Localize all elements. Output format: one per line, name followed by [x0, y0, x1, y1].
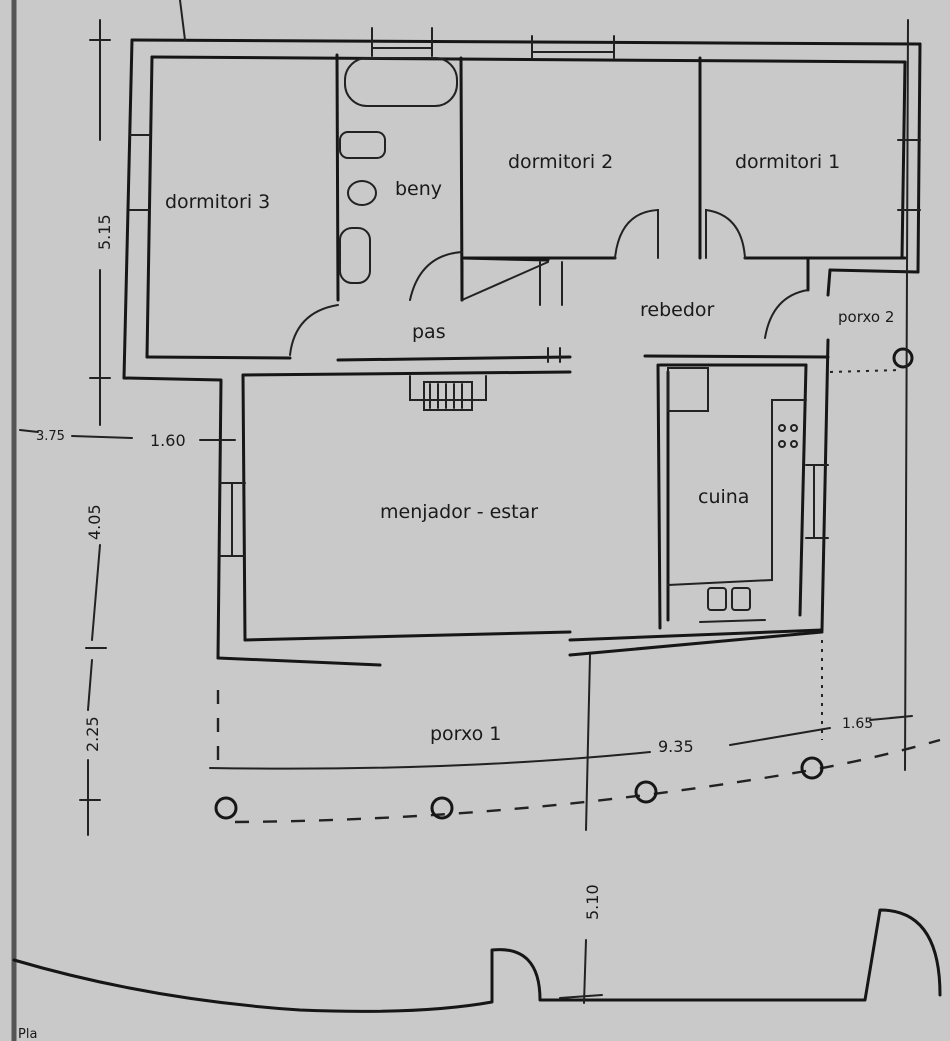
room-label-menjador-estar: menjador - estar [380, 501, 538, 523]
dimension-165: 1.65 [842, 716, 873, 732]
toilet-icon [347, 180, 377, 206]
kitchen-fixtures [667, 367, 807, 611]
dimension-515: 5.15 [95, 214, 114, 250]
porch-outline [214, 347, 941, 824]
bathtub-icon [344, 57, 458, 107]
column-icon [214, 796, 238, 820]
dimension-405: 4.05 [85, 504, 104, 540]
sink-double-icon [707, 587, 727, 611]
dimension-375: 3.75 [36, 429, 65, 444]
bathroom-fixtures [339, 57, 458, 284]
doors [289, 208, 809, 363]
dimension-225: 2.25 [83, 716, 102, 752]
room-label-dormitori-3: dormitori 3 [165, 191, 270, 213]
corner-caption: Pla [18, 1027, 37, 1041]
room-label-pas: pas [412, 321, 446, 343]
room-label-rebedor: rebedor [640, 299, 715, 321]
dimension-160: 1.60 [150, 431, 186, 450]
fireplace-icon [423, 381, 473, 411]
room-label-porxo-2: porxo 2 [838, 308, 894, 326]
room-label-porxo-1: porxo 1 [430, 723, 501, 745]
sink-icon [339, 227, 371, 284]
dimension-lines [19, 0, 913, 1004]
room-label-beny: beny [395, 178, 442, 200]
room-label-dormitori-1: dormitori 1 [735, 151, 840, 173]
windows [129, 27, 921, 623]
dimension-935: 9.35 [658, 737, 694, 756]
dimension-510: 5.10 [583, 884, 602, 920]
stove-icon [778, 424, 786, 432]
room-label-dormitori-2: dormitori 2 [508, 151, 613, 173]
walls [122, 38, 922, 667]
room-label-cuina: cuina [698, 486, 749, 508]
boundary-wall [12, 908, 942, 1013]
